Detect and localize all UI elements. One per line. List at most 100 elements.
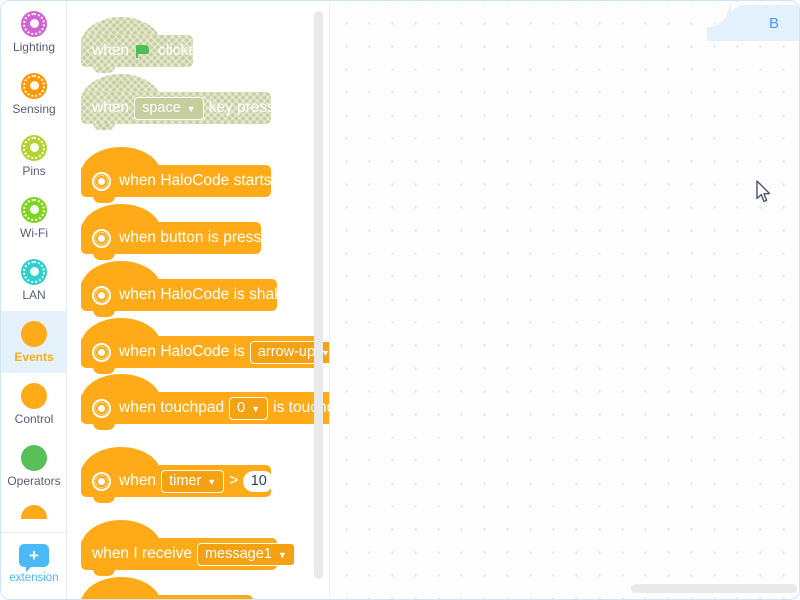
block-when-halocode-starts-up[interactable]: when HaloCode starts up (81, 147, 293, 203)
block-label-key-pressed: key pressed (208, 99, 293, 116)
key-dropdown-value: space (142, 100, 181, 116)
block-notch (93, 423, 115, 430)
sidebar-item-events[interactable]: Events (1, 311, 66, 373)
palette-scrollbar-track[interactable] (314, 11, 323, 579)
block-label: when HaloCode starts up (119, 172, 294, 189)
block-body: broadcast message1 ▼ (81, 595, 253, 599)
block-label-when: when (92, 99, 130, 116)
category-sidebar: Lighting Sensing Pins Wi-Fi LAN Events C… (1, 1, 67, 599)
green-flag-icon (136, 44, 151, 58)
block-label: when touchpad (119, 399, 225, 416)
block-label: when I receive (92, 545, 192, 562)
sidebar-divider (1, 532, 66, 533)
orientation-dropdown[interactable]: arrow-up ▼ (249, 340, 330, 364)
sidebar-item-lighting[interactable]: Lighting (1, 1, 66, 63)
block-hat (81, 577, 161, 599)
sidebar-item-partial[interactable] (1, 497, 66, 519)
block-body: when touchpad 0 ▼ is touched (81, 392, 329, 424)
circle-icon (21, 382, 47, 409)
sidebar-item-pins[interactable]: Pins (1, 125, 66, 187)
touchpad-dropdown[interactable]: 0 ▼ (229, 396, 269, 420)
led-ring-icon (21, 72, 47, 99)
chevron-down-icon: ▼ (321, 347, 330, 358)
block-notch (93, 310, 115, 317)
block-when-button-is-pressed[interactable]: when button is pressed (81, 204, 278, 260)
sensor-dropdown-value: timer (169, 473, 202, 489)
sidebar-item-lan[interactable]: LAN (1, 249, 66, 311)
sidebar-item-label: Wi-Fi (20, 225, 48, 240)
sidebar-item-sensing[interactable]: Sensing (1, 63, 66, 125)
block-label-clicked: clicked (158, 42, 206, 59)
block-notch (93, 196, 115, 203)
orientation-dropdown-value: arrow-up (257, 344, 316, 360)
halocode-icon (92, 471, 111, 491)
block-notch (93, 66, 115, 73)
block-notch (93, 496, 115, 503)
block-broadcast[interactable]: broadcast message1 ▼ (81, 577, 253, 599)
sidebar-item-label: Operators (7, 473, 61, 488)
sensor-dropdown[interactable]: timer ▼ (161, 469, 225, 493)
halocode-icon (92, 285, 111, 305)
circle-icon (21, 444, 47, 471)
chevron-down-icon: ▼ (251, 403, 261, 414)
sidebar-item-label: Sensing (12, 101, 56, 116)
sidebar-item-label: Pins (22, 163, 46, 178)
block-body: when timer ▼ > 10 (81, 465, 275, 497)
block-when-i-receive[interactable]: when I receive message1 ▼ (81, 520, 295, 576)
block-body: when I receive message1 ▼ (81, 538, 295, 570)
sidebar-item-wifi[interactable]: Wi-Fi (1, 187, 66, 249)
plus-icon: + (29, 546, 39, 565)
halocode-icon (92, 398, 111, 418)
message-dropdown[interactable]: message1 ▼ (196, 542, 295, 566)
chevron-down-icon: ▼ (207, 476, 217, 487)
workspace-tab-label: B (768, 14, 779, 32)
led-ring-icon (21, 10, 47, 37)
workspace-tab[interactable]: B (707, 5, 799, 41)
block-when-halocode-is-shaking[interactable]: when HaloCode is shaking (81, 261, 303, 317)
block-label: when HaloCode is shaking (119, 286, 303, 303)
sidebar-item-label: Lighting (12, 39, 56, 54)
add-extension-button[interactable]: + extension (1, 533, 66, 595)
block-body: when button is pressed (81, 222, 278, 254)
led-ring-icon (21, 258, 47, 285)
sidebar-item-label: LAN (22, 287, 46, 302)
code-workspace-canvas[interactable]: B (331, 1, 799, 599)
halocode-icon (92, 342, 111, 362)
block-when-key-pressed[interactable]: when space ▼ key pressed (81, 74, 292, 130)
sidebar-item-control[interactable]: Control (1, 373, 66, 435)
block-label: when button is pressed (119, 229, 279, 246)
key-dropdown[interactable]: space ▼ (134, 96, 204, 120)
palette-scrollbar-thumb[interactable] (314, 11, 323, 579)
block-when-touchpad-is-touched[interactable]: when touchpad 0 ▼ is touched (81, 374, 329, 430)
chevron-down-icon: ▼ (186, 103, 196, 114)
circle-icon (21, 320, 47, 347)
message-dropdown-value: message1 (204, 546, 272, 562)
block-notch (93, 123, 115, 130)
threshold-input[interactable]: 10 (243, 470, 275, 492)
block-notch (93, 367, 115, 374)
block-palette[interactable]: when clicked when space ▼ key pressed (68, 1, 330, 599)
workspace-horizontal-scrollbar-thumb[interactable] (631, 584, 797, 593)
sidebar-item-operators[interactable]: Operators (1, 435, 66, 497)
block-notch (93, 253, 115, 260)
block-body: when HaloCode is shaking (81, 279, 303, 311)
halocode-icon (92, 171, 111, 191)
mouse-cursor (756, 180, 771, 203)
block-label: when (119, 472, 157, 489)
sidebar-item-label: Control (14, 411, 54, 426)
block-body: when clicked (81, 35, 205, 67)
add-extension-icon: + (19, 544, 49, 572)
block-label: when HaloCode is (119, 343, 245, 360)
halocode-icon (92, 228, 111, 248)
block-label-when: when (92, 42, 130, 59)
block-when-timer-greater-than[interactable]: when timer ▼ > 10 (81, 447, 275, 503)
comparison-operator: > (229, 472, 239, 489)
block-body: when space ▼ key pressed (81, 92, 292, 124)
block-when-flag-clicked[interactable]: when clicked (81, 17, 205, 73)
sidebar-item-label: Events (14, 349, 54, 364)
touchpad-dropdown-value: 0 (237, 400, 246, 416)
block-body: when HaloCode is arrow-up ▼ (81, 336, 329, 368)
block-notch (93, 569, 115, 576)
block-when-halocode-is-tilted[interactable]: when HaloCode is arrow-up ▼ (81, 318, 329, 374)
